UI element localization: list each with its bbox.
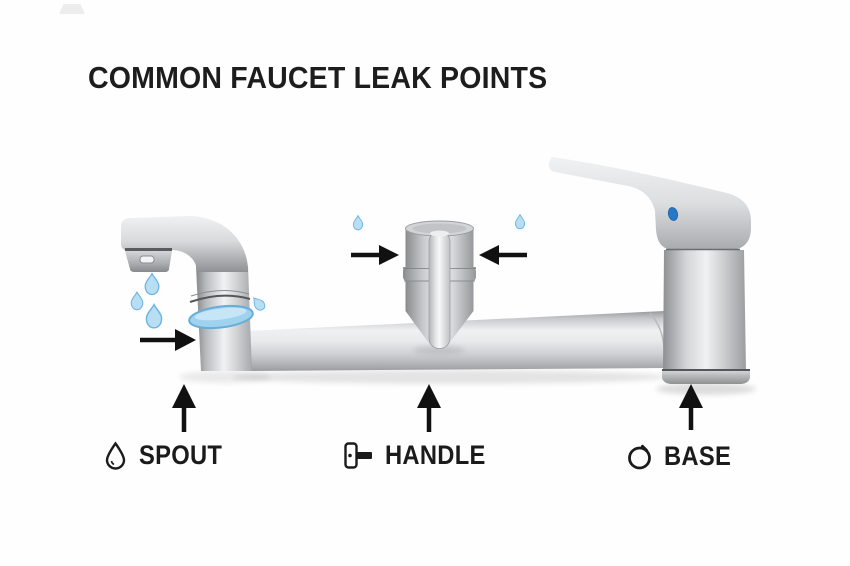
faucet-spout [121,216,254,371]
spout-arm [121,216,248,272]
droplet-icon [249,294,268,313]
handle-leak-arrow-right [479,245,527,265]
leak-band [188,304,254,330]
droplet-icon [352,215,364,231]
droplet-icon [144,273,160,296]
faucet-handle [403,220,476,354]
top-edge-artifact [59,4,85,14]
spout-tip-seam [125,248,172,251]
page-title: COMMON FAUCET LEAK POINTS [88,60,548,95]
legend-label-base: BASE [664,441,732,471]
droplet-icon [130,291,144,311]
legend-item-spout: SPOUT [103,440,234,471]
droplet-icon [105,441,126,470]
lever-icon [344,442,372,469]
drop-shadows [179,370,756,395]
handle-stem [428,231,451,349]
droplet-icon [514,214,526,230]
body-column [663,250,746,371]
temperature-dot-icon [667,207,679,221]
annotation-arrows [140,245,703,432]
base-label-arrow [679,384,703,430]
spout-joint-seam [189,294,251,303]
spout-leak-arrow [140,329,196,351]
handle-label-arrow [417,384,441,432]
spout-joint-seam-2 [190,290,250,297]
handle-leak-arrow-left [351,245,399,265]
spout-label-arrow [172,384,196,432]
legend-label-handle: HANDLE [385,440,486,470]
legend-item-handle: HANDLE [343,440,499,471]
legend-label-spout: SPOUT [139,440,223,470]
legend-item-base: BASE [626,441,740,472]
droplet-icon [145,303,163,329]
lever-handle [548,157,751,249]
aerator-slot [139,255,155,264]
base-flange [662,370,750,384]
dial-icon [628,444,651,469]
faucet-body [548,157,751,384]
